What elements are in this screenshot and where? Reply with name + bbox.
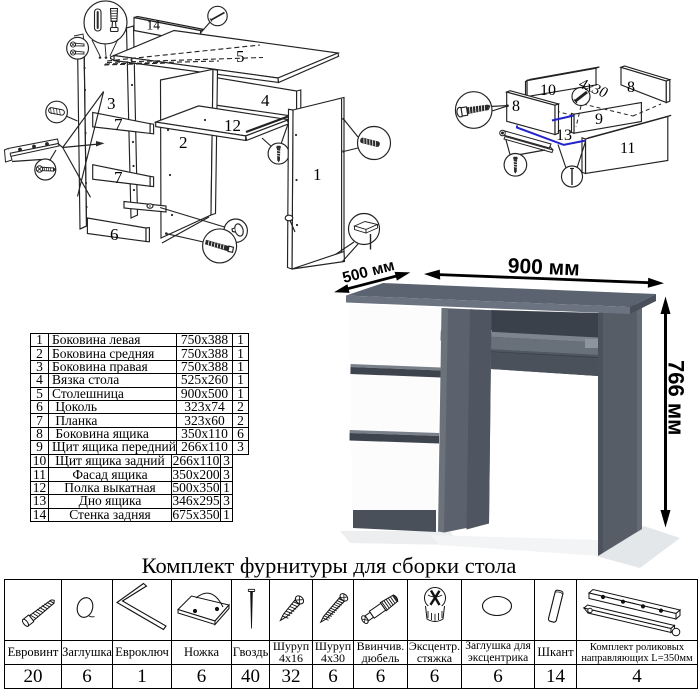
svg-text:4: 4 [261,91,270,110]
svg-text:11: 11 [620,140,635,157]
svg-text:7: 7 [114,115,123,134]
svg-text:3: 3 [107,94,116,113]
svg-text:10: 10 [540,82,556,99]
svg-text:1: 1 [313,165,322,184]
svg-text:8: 8 [627,79,635,96]
svg-text:9: 9 [595,111,603,128]
svg-text:900 мм: 900 мм [507,255,580,281]
svg-text:12: 12 [224,116,241,135]
svg-text:5: 5 [236,47,245,66]
svg-text:6: 6 [110,225,119,244]
svg-text:13: 13 [556,127,572,144]
svg-text:14: 14 [147,18,161,33]
svg-text:766 мм: 766 мм [663,360,688,435]
svg-text:2: 2 [179,133,188,152]
svg-text:7: 7 [114,168,123,187]
svg-text:8: 8 [512,98,520,115]
